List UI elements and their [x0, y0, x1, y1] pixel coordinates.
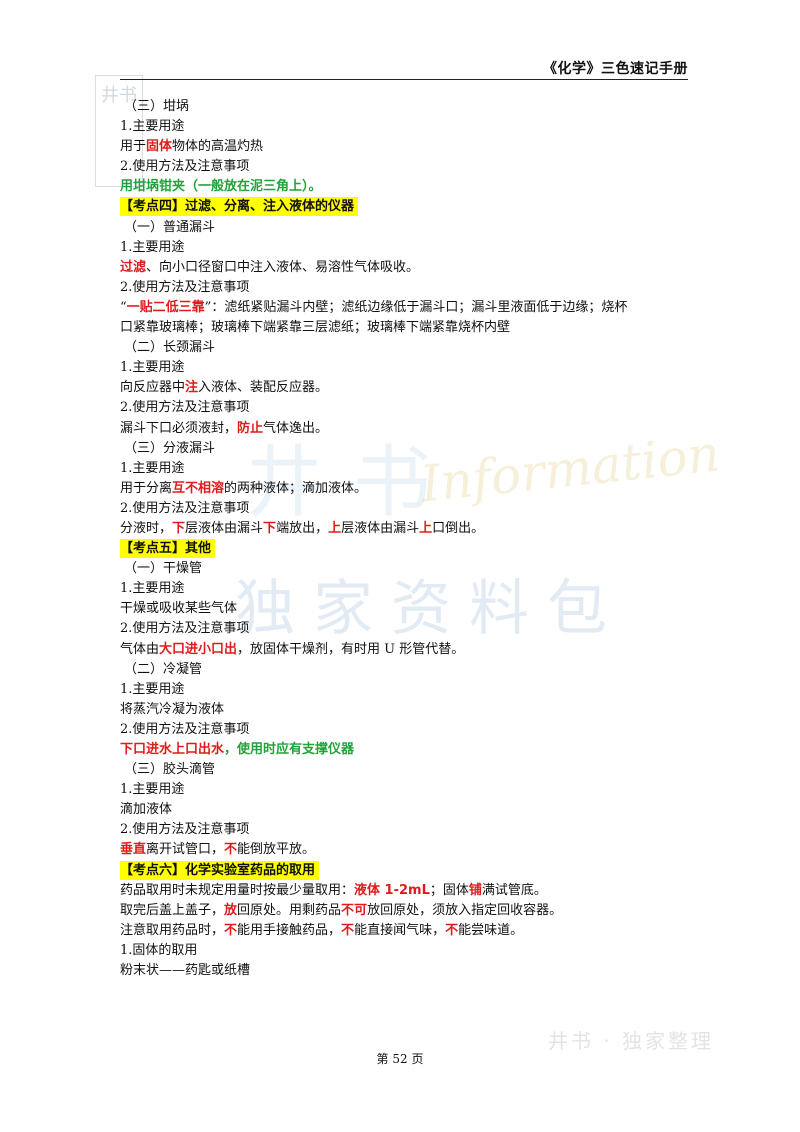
topic-heading: 【考点五】其他 [120, 539, 700, 559]
watermark-mark: 井书 [95, 75, 143, 187]
text-line: 将蒸汽冷凝为液体 [120, 701, 225, 717]
text-line: 滴加液体 [120, 802, 173, 818]
page-header: 《化学》三色速记手册 [543, 61, 688, 77]
section-title: （三）坩埚 [124, 99, 190, 114]
subheading: 2.使用方法及注意事项 [120, 822, 250, 838]
text-line: 粉末状——药匙或纸槽 [120, 963, 251, 979]
subheading: 2.使用方法及注意事项 [120, 400, 250, 416]
topic-heading: 【考点六】化学实验室药品的取用 [120, 860, 700, 881]
section-title: （二）冷凝管 [124, 661, 203, 677]
text-line: 用于固体物体的高温灼热 [120, 139, 264, 155]
text-line: 下口进水上口出水，使用时应有支撑仪器 [120, 742, 355, 757]
text-line: 漏斗下口必须液封，防止气体逸出。 [120, 420, 329, 436]
text-line: 气体由大口进小口出，放固体干燥剂，有时用 U 形管代替。 [120, 641, 465, 657]
subheading: 2.使用方法及注意事项 [120, 500, 250, 516]
document-body: （三）坩埚 1.主要用途 用于固体物体的高温灼热 2.使用方法及注意事项 用坩埚… [120, 97, 700, 981]
watermark-bottom: 井书 · 独家整理 [548, 1029, 715, 1053]
topic-heading: 【考点四】过滤、分离、注入液体的仪器 [120, 197, 700, 217]
section-title: （一）普通漏斗 [124, 219, 216, 235]
subheading: 1.主要用途 [120, 782, 185, 798]
subheading: 1.主要用途 [120, 460, 185, 476]
section-title: （一）干燥管 [124, 561, 203, 577]
section-title: （三）胶头滴管 [124, 762, 216, 778]
subheading: 2.使用方法及注意事项 [120, 721, 250, 737]
text-line: “一贴二低三靠”：滤纸紧贴漏斗内壁；滤纸边缘低于漏斗口；漏斗里液面低于边缘；烧杯 [120, 299, 628, 315]
section-title: （二）长颈漏斗 [124, 340, 216, 356]
text-line: 药品取用时未规定用量时按最少量取用：液体 1-2mL；固体铺满试管底。 [120, 882, 547, 898]
subheading: 1.主要用途 [120, 119, 185, 135]
watermark-big: 独家资料包 [235, 574, 625, 644]
header-rule [120, 79, 688, 80]
subheading: 2.使用方法及注意事项 [120, 279, 250, 295]
section-title: （三）分液漏斗 [124, 440, 216, 456]
text-line: 取完后盖上盖子，放回原处。用剩药品不可放回原处，须放入指定回收容器。 [120, 902, 563, 918]
text-line: 用坩埚钳夹（一般放在泥三角上）。 [120, 179, 322, 195]
text-line: 向反应器中注入液体、装配反应器。 [120, 380, 329, 396]
subheading: 1.主要用途 [120, 581, 185, 597]
text-line: 垂直离开试管口，不能倒放平放。 [120, 842, 316, 858]
text-line: 干燥或吸收某些气体 [120, 601, 238, 617]
subheading: 2.使用方法及注意事项 [120, 621, 250, 637]
subheading: 1.主要用途 [120, 239, 185, 255]
text-line: 分液时，下层液体由漏斗下端放出，上层液体由漏斗上口倒出。 [120, 520, 485, 536]
watermark-top: 井书 [245, 438, 462, 528]
subheading: 2.使用方法及注意事项 [120, 159, 250, 175]
subheading: 1.固体的取用 [120, 942, 198, 958]
subheading: 1.主要用途 [120, 681, 185, 697]
text-line: 过滤、向小口径窗口中注入液体、易溶性气体吸收。 [120, 259, 420, 275]
page-number: 第 52 页 [376, 1052, 424, 1066]
text-line: 口紧靠玻璃棒；玻璃棒下端紧靠三层滤纸；玻璃棒下端紧靠烧杯内壁 [120, 320, 511, 336]
subheading: 1.主要用途 [120, 360, 185, 376]
text-line: 注意取用药品时，不能用手接触药品，不能直接闻气味，不能尝味道。 [120, 922, 524, 938]
text-line: 用于分离互不相溶的两种液体；滴加液体。 [120, 480, 368, 496]
